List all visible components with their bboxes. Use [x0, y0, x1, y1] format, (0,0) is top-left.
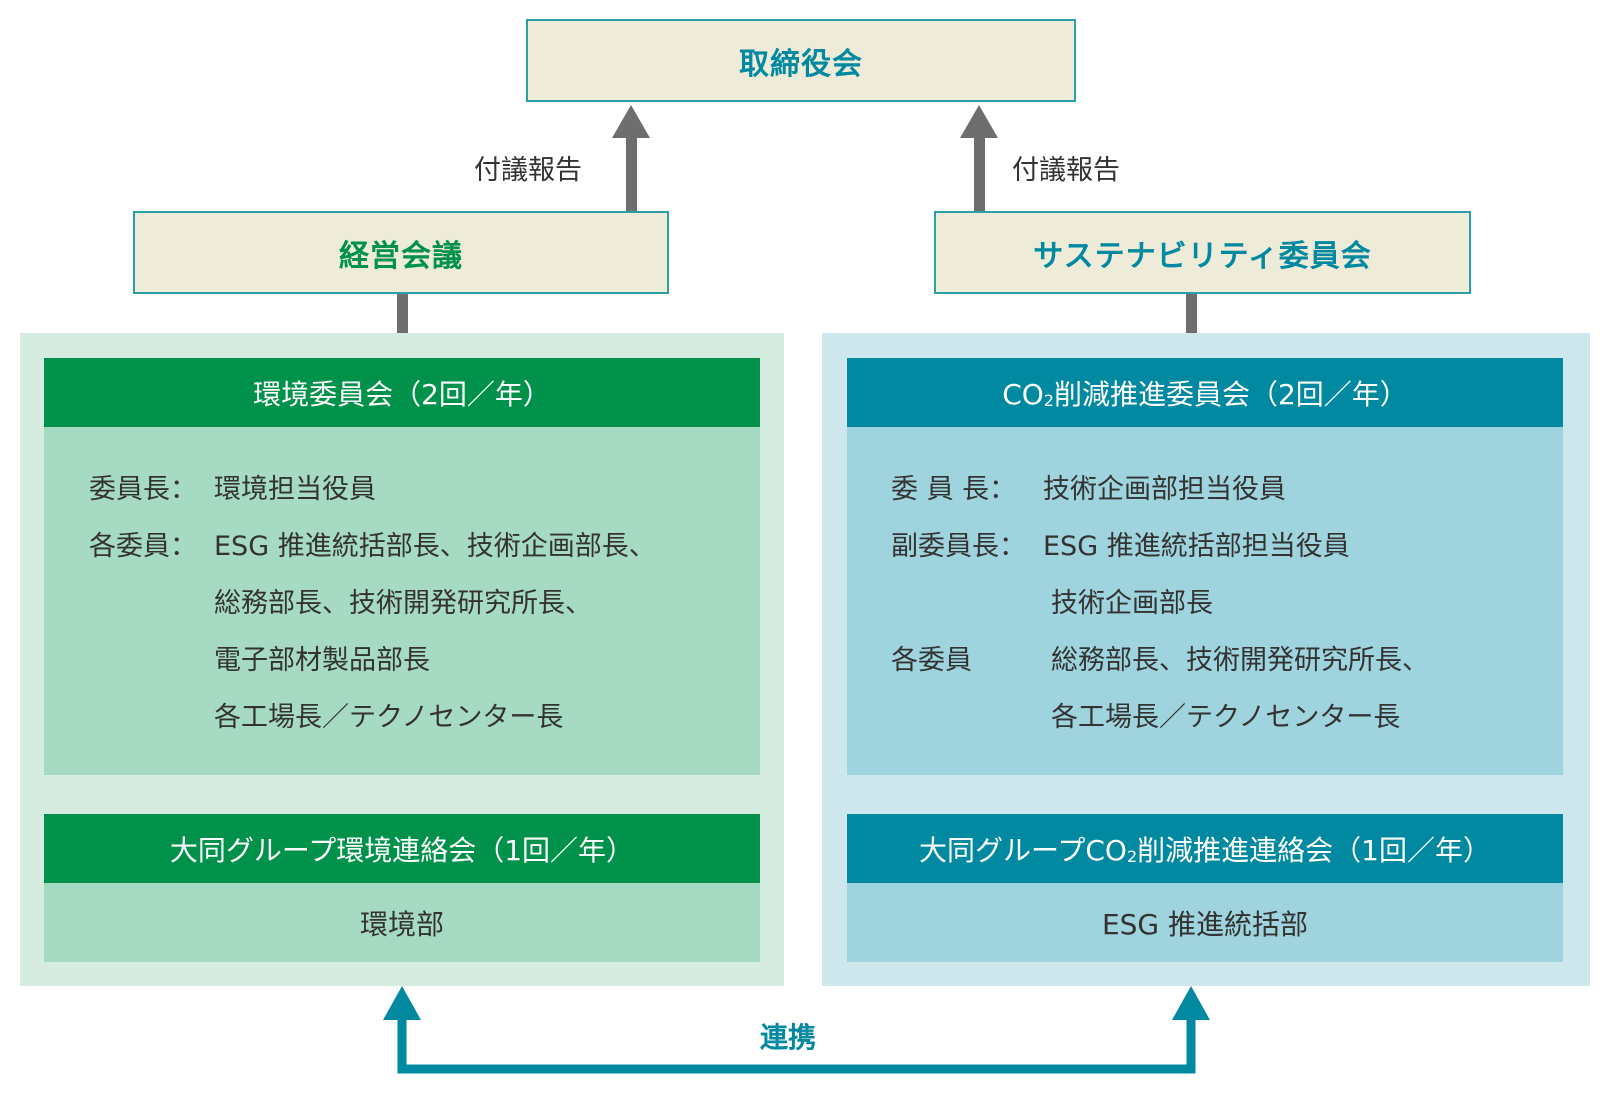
co2-liaison-body: ESG 推進統括部	[847, 883, 1563, 962]
environment-row-members: 総務部長、技術開発研究所長、	[214, 588, 592, 619]
management-meeting-label: 経営会議	[339, 238, 463, 274]
co2-liaison-header: 大同グループCO2削減推進連絡会（1回／年）	[847, 814, 1563, 883]
board-box: 取締役会	[526, 19, 1076, 102]
sustainability-committee-box: サステナビリティ委員会	[934, 211, 1471, 294]
management-meeting-box: 経営会議	[133, 211, 669, 294]
co2-row-members: ESG 推進統括部担当役員	[1043, 531, 1350, 562]
environment-row-members: 環境担当役員	[214, 474, 376, 505]
co2-committee-header: CO2削減推進委員会（2回／年）	[847, 358, 1563, 427]
left-report-label: 付議報告	[474, 155, 582, 186]
environment-row: 各委員：	[89, 524, 197, 563]
left-connector-line	[397, 294, 408, 358]
board-label: 取締役会	[739, 46, 863, 82]
co2-committee-body	[847, 427, 1563, 775]
environment-liaison-header: 大同グループ環境連絡会（1回／年）	[44, 814, 760, 883]
environment-row-members: ESG 推進統括部長、技術企画部長、	[214, 531, 656, 562]
left-report-arrow	[612, 105, 650, 212]
environment-row: 委員長：	[89, 467, 197, 506]
environment-row-members: 各工場長／テクノセンター長	[214, 702, 564, 733]
co2-liaison-pre: 大同グループCO	[919, 833, 1127, 867]
co2-liaison-dept: ESG 推進統括部	[1101, 907, 1309, 941]
co2-row-role: 委 員 長：	[891, 474, 1017, 505]
environment-liaison-body: 環境部	[44, 883, 760, 962]
co2-title-post: 削減推進委員会（2回／年）	[1053, 377, 1408, 411]
link-arrow	[383, 986, 1210, 1074]
co2-row-role: 副委員長：	[891, 531, 1026, 562]
co2-row-members: 総務部長、技術開発研究所長、	[1051, 645, 1429, 676]
co2-liaison-sub: 2	[1126, 846, 1138, 866]
co2-row-members: 技術企画部担当役員	[1043, 474, 1286, 505]
environment-committee-title: 環境委員会（2回／年）	[253, 377, 551, 411]
co2-row-role: 各委員	[891, 645, 972, 676]
co2-committee-title: CO2削減推進委員会（2回／年）	[1002, 373, 1408, 413]
row-role: 委員長：	[89, 474, 197, 505]
sustainability-committee-label: サステナビリティ委員会	[1033, 238, 1372, 274]
right-report-arrow	[960, 105, 998, 212]
right-connector-line	[1186, 294, 1197, 358]
row-role: 各委員：	[89, 531, 197, 562]
co2-row-members: 技術企画部長	[1051, 588, 1213, 619]
environment-liaison-dept: 環境部	[359, 907, 444, 941]
environment-committee-body	[44, 427, 760, 775]
co2-title-pre: CO	[1002, 377, 1044, 411]
co2-row-members: 各工場長／テクノセンター長	[1051, 702, 1401, 733]
co2-title-sub: 2	[1043, 390, 1054, 410]
environment-committee-header: 環境委員会（2回／年）	[44, 358, 760, 427]
right-report-label: 付議報告	[1012, 155, 1120, 186]
co2-liaison-title: 大同グループCO2削減推進連絡会（1回／年）	[919, 829, 1491, 869]
link-label: 連携	[760, 1021, 817, 1054]
co2-liaison-post: 削減推進連絡会（1回／年）	[1137, 833, 1491, 867]
environment-liaison-title: 大同グループ環境連絡会（1回／年）	[169, 833, 635, 867]
environment-row-members: 電子部材製品部長	[214, 645, 430, 676]
